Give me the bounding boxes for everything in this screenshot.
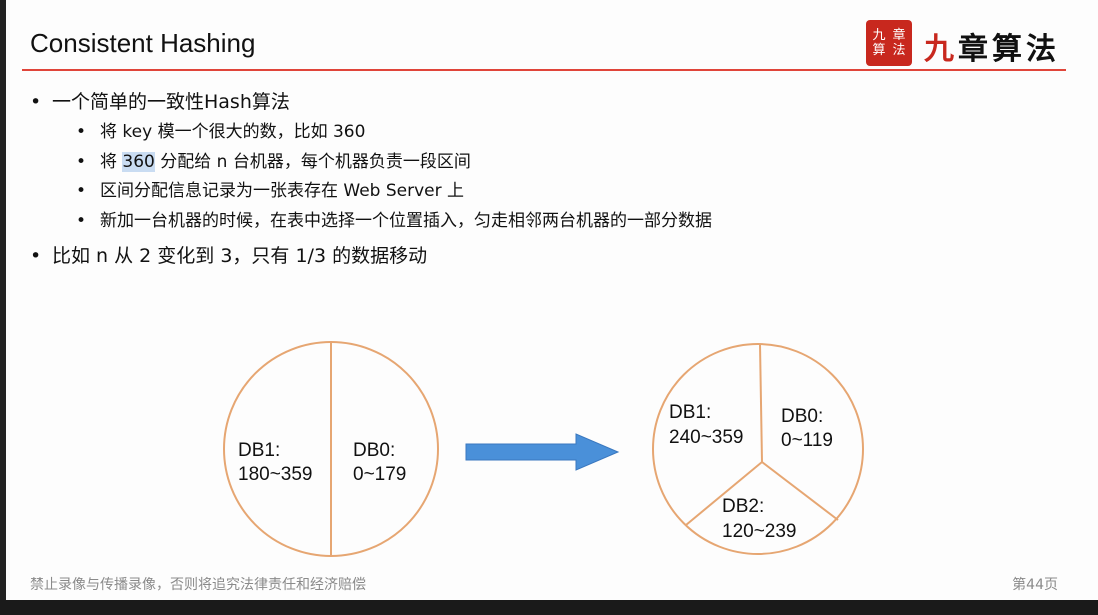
segment-range-db0: 0~179 [353, 464, 406, 485]
segment-label-db1: DB1: [669, 402, 711, 423]
transition-arrow [465, 433, 620, 471]
bullet-list: 一个简单的一致性Hash算法 将 key 模一个很大的数，比如 360 将 36… [30, 88, 1070, 272]
seal-char: 法 [892, 43, 906, 58]
sub-bullet-item: 将 key 模一个很大的数，比如 360 [30, 118, 1070, 148]
sub-bullet-item: 新加一台机器的时候，在表中选择一个位置插入，匀走相邻两台机器的一部分数据 [30, 207, 1070, 237]
ring-divider [685, 461, 763, 526]
window-edge [0, 0, 6, 615]
window-bottom-edge [0, 600, 1098, 615]
title-underline [22, 69, 1066, 71]
ring-divider [761, 461, 839, 521]
text-run: 将 [100, 151, 123, 172]
segment-label-db0: DB0: [353, 440, 395, 461]
segment-range-db1: 240~359 [669, 427, 744, 448]
bullet-item: 比如 n 从 2 变化到 3，只有 1/3 的数据移动 [30, 242, 1070, 270]
seal-char: 九 [872, 28, 886, 43]
segment-label-db2: DB2: [722, 496, 764, 517]
segment-range-db0: 0~119 [781, 430, 833, 451]
brand-logo: 九章算法 九章算法 [866, 18, 1066, 68]
sub-bullet-item: 将 360 分配给 n 台机器，每个机器负责一段区间 [30, 148, 1070, 178]
slide-title: Consistent Hashing [30, 28, 256, 58]
seal-char: 算 [872, 43, 886, 58]
copyright-notice: 禁止录像与传播录像，否则将追究法律责任和经济赔偿 [30, 577, 366, 593]
sub-bullet-item: 区间分配信息记录为一张表存在 Web Server 上 [30, 177, 1070, 207]
seal-char: 章 [892, 28, 906, 43]
hash-ring-after [652, 343, 864, 555]
text-run: 分配给 n 台机器，每个机器负责一段区间 [154, 151, 471, 172]
ring-divider [759, 343, 763, 463]
page-number: 第44页 [1012, 577, 1058, 593]
brand-first-char: 九 [924, 32, 958, 67]
selected-text[interactable]: 360 [122, 151, 155, 172]
segment-range-db2: 120~239 [722, 521, 797, 542]
segment-range-db1: 180~359 [238, 464, 313, 485]
bullet-item: 一个简单的一致性Hash算法 [30, 88, 1070, 116]
segment-label-db1: DB1: [238, 440, 280, 461]
segment-label-db0: DB0: [781, 406, 823, 427]
brand-name: 九章算法 [924, 24, 1060, 68]
seal-logo: 九章算法 [866, 20, 912, 66]
brand-rest: 章算法 [958, 32, 1060, 67]
